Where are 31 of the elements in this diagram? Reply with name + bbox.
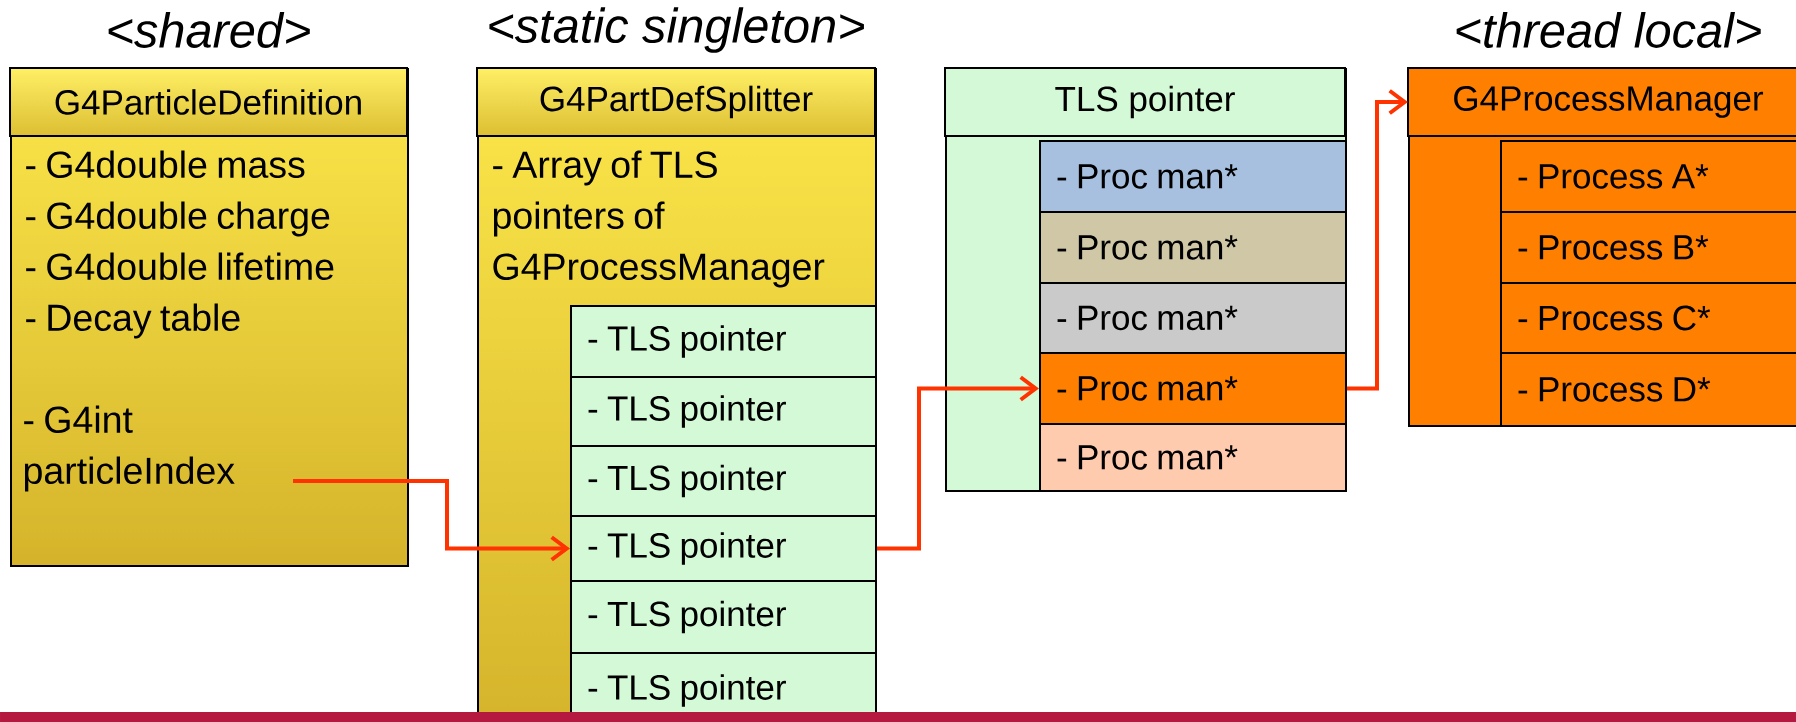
arrow [1347, 89, 1408, 391]
list-row: - Proc man* [1039, 352, 1347, 425]
class-header: G4ParticleDefinition [9, 67, 408, 137]
list-item: - Decay table [26, 303, 240, 339]
list-item: - G4int particleIndex [24, 405, 235, 492]
list-item: - G4double charge [26, 201, 330, 237]
list-row: - Process C* [1500, 282, 1796, 354]
list-row: - Proc man* [1039, 140, 1347, 213]
list-row: - TLS pointer [570, 376, 877, 447]
node-label: - TLS pointer [588, 674, 786, 707]
list-row: - TLS pointer [570, 580, 877, 654]
list-row: - Process A* [1500, 140, 1796, 213]
list-row: - TLS pointer [570, 515, 877, 582]
list-row: - Proc man* [1039, 282, 1347, 354]
list-row: - TLS pointer [570, 445, 877, 517]
heading: <shared> [108, 12, 310, 48]
list-row: - Process D* [1500, 352, 1796, 427]
heading: <thread local> [1456, 12, 1761, 48]
heading: <static singleton> [489, 7, 864, 53]
arrow [877, 375, 1039, 551]
list-item: - Array of TLS pointers of G4ProcessManager [493, 150, 825, 288]
list-row: - TLS pointer [570, 305, 877, 378]
list-row: - Process B* [1500, 211, 1796, 284]
list-row: - Proc man* [1039, 423, 1347, 492]
class-header: TLS pointer [944, 67, 1346, 137]
list-item: - G4double mass [26, 150, 305, 178]
class-header: G4ProcessManager [1407, 67, 1796, 137]
list-item: - G4double lifetime [26, 252, 334, 280]
list-row: - Proc man* [1039, 211, 1347, 284]
class-header: G4PartDefSplitter [476, 67, 876, 137]
arrow [293, 479, 570, 562]
